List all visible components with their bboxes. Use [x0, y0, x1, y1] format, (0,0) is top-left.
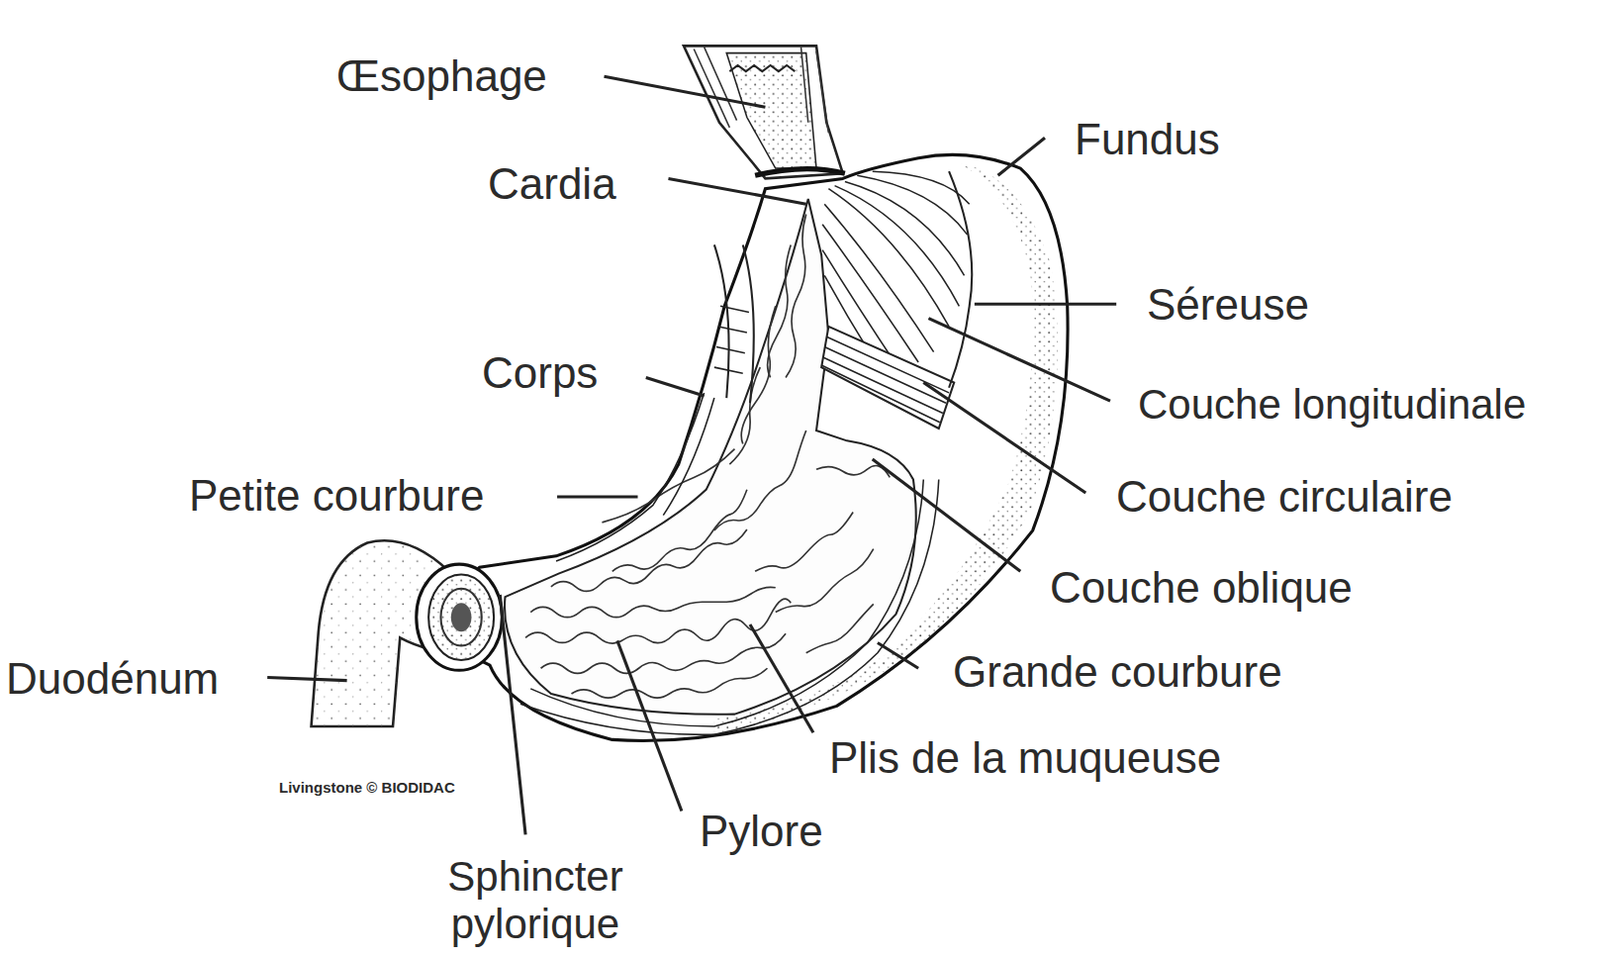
part-label: Duodénum — [5, 654, 219, 705]
part-label: Corps — [481, 348, 598, 399]
mucosa-cutaway — [504, 198, 917, 715]
part-label: Sphincter pylorique — [421, 852, 650, 949]
part-label: Fundus — [1074, 114, 1221, 166]
part-label: Grande courbure — [952, 647, 1283, 698]
part-label: Petite courbure — [188, 470, 484, 522]
part-label: Couche oblique — [1049, 563, 1353, 614]
part-label: Couche circulaire — [1116, 471, 1453, 523]
leader-lines — [267, 76, 1117, 835]
part-label: Couche longitudinale — [1137, 380, 1526, 429]
part-label: Plis de la muqueuse — [829, 733, 1222, 784]
pylorus-ring — [416, 564, 503, 670]
watermark: Livingstone © BIODIDAC — [279, 778, 456, 796]
part-label: Cardia — [487, 159, 617, 210]
muscle-layers — [520, 171, 972, 735]
part-label: Séreuse — [1146, 280, 1310, 331]
esophagus-shape — [683, 45, 846, 179]
part-label: Pylore — [699, 806, 824, 857]
part-label: Œsophage — [336, 51, 548, 102]
